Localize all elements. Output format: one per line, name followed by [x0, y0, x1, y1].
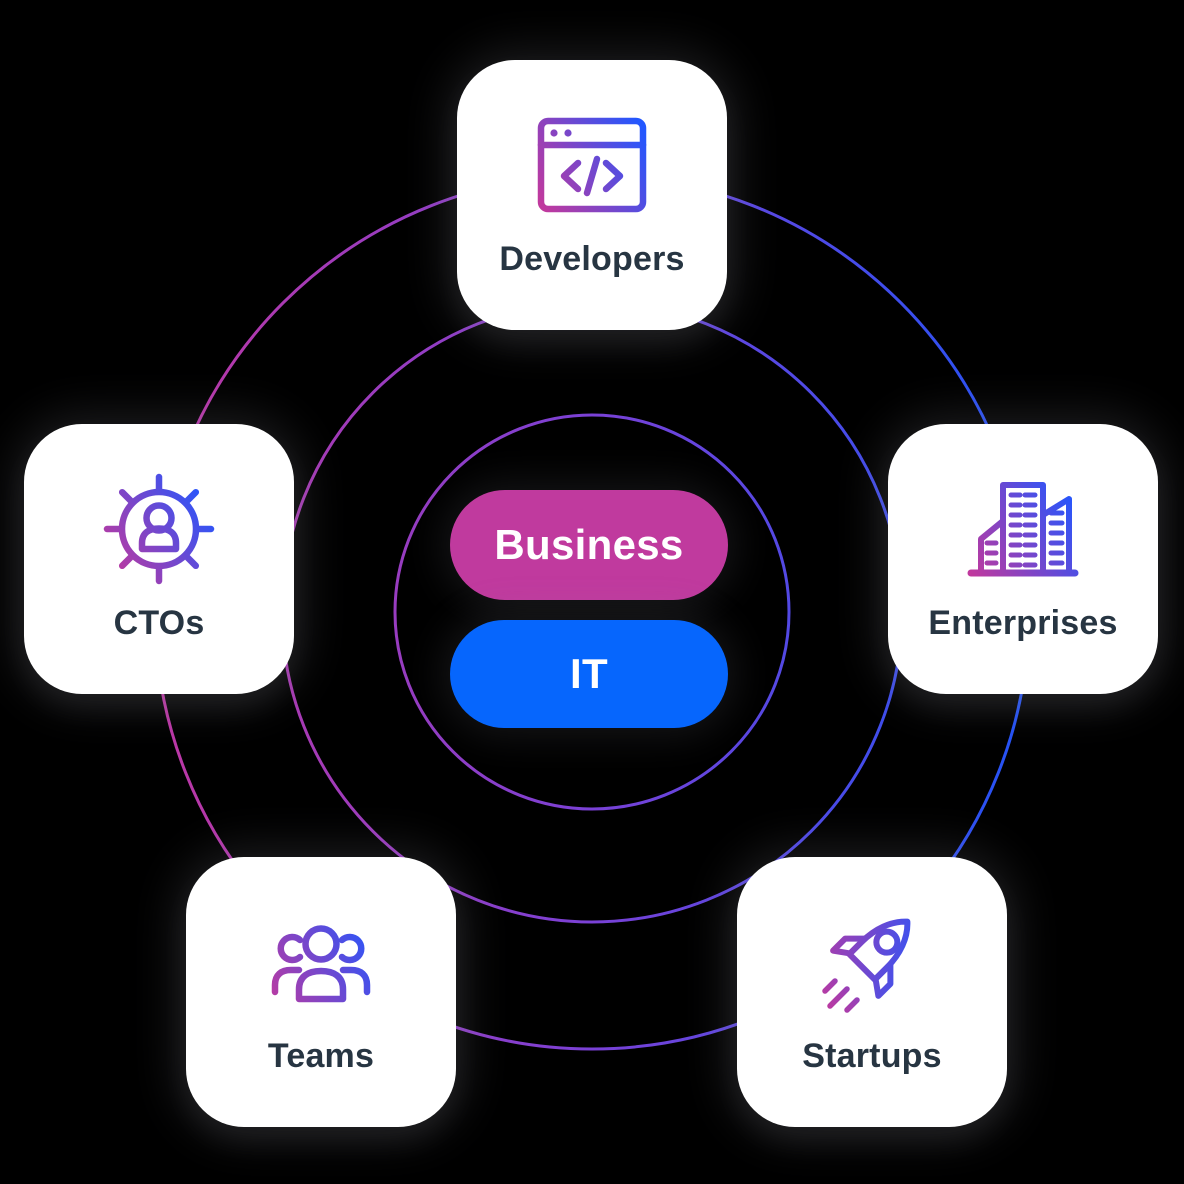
card-label: Enterprises	[928, 604, 1118, 642]
code-window-icon	[537, 102, 647, 228]
rocket-icon	[813, 899, 931, 1025]
person-gear-icon	[98, 466, 220, 592]
card-developers: Developers	[457, 60, 727, 330]
card-startups: Startups	[737, 857, 1007, 1127]
card-teams: Teams	[186, 857, 456, 1127]
ring-inner	[393, 413, 791, 811]
card-label: Startups	[802, 1037, 942, 1075]
business-pill-label: Business	[494, 521, 684, 568]
it-pill: IT	[450, 620, 728, 728]
card-label: Developers	[499, 240, 685, 278]
buildings-icon	[967, 466, 1079, 592]
card-ctos: CTOs	[24, 424, 294, 694]
it-pill-label: IT	[570, 650, 608, 697]
card-enterprises: Enterprises	[888, 424, 1158, 694]
ring-middle	[280, 300, 904, 924]
business-pill: Business	[450, 490, 728, 600]
card-label: Teams	[267, 1037, 375, 1075]
people-group-icon	[262, 899, 380, 1025]
card-label: CTOs	[113, 604, 205, 642]
